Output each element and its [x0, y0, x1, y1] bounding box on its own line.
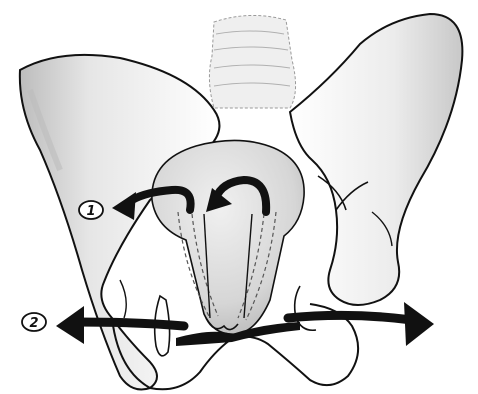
arrow-head-far-right-icon: [404, 302, 434, 346]
right-hip-bone: [290, 14, 462, 305]
marker-2-label: 2: [29, 316, 38, 331]
marker-2: 2: [22, 313, 46, 331]
fetal-head: [152, 140, 304, 334]
marker-1-label: 1: [86, 204, 95, 219]
sacrum: [209, 15, 295, 108]
arrow-head-far-left-icon: [56, 306, 84, 344]
marker-1: 1: [79, 201, 103, 219]
